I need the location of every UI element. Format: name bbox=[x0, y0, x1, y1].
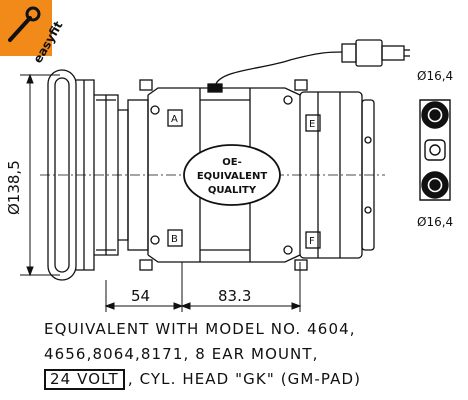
width-front-label: 54 bbox=[131, 287, 150, 305]
diameter-dimension bbox=[20, 73, 60, 277]
oe-quality-stamp: OE- EQUIVALENT QUALITY bbox=[183, 144, 281, 206]
easyfit-logo: easyfit bbox=[0, 0, 66, 66]
caption-line3-rest: , CYL. HEAD "GK" (GM-PAD) bbox=[127, 370, 362, 388]
port-top-label: Ø16,4 bbox=[417, 69, 453, 83]
caption-line2: 4656,8064,8171, 8 EAR MOUNT, bbox=[44, 345, 319, 363]
stamp-line1: OE- bbox=[222, 157, 241, 168]
voltage-box: 24 VOLT bbox=[44, 369, 125, 390]
width-dimensions bbox=[104, 262, 302, 312]
stamp-line3: QUALITY bbox=[208, 185, 257, 196]
port-letter-a: A bbox=[171, 114, 178, 125]
electrical-connector bbox=[207, 39, 410, 93]
compressor-body bbox=[127, 79, 375, 271]
port-fittings bbox=[419, 99, 451, 201]
diameter-label: Ø138,5 bbox=[5, 160, 23, 215]
port-letter-f: F bbox=[309, 236, 315, 247]
wrench-icon bbox=[8, 6, 41, 42]
port-letter-e: E bbox=[309, 119, 315, 130]
port-letter-b: B bbox=[171, 234, 178, 245]
caption-line3: 24 VOLT, CYL. HEAD "GK" (GM-PAD) bbox=[44, 369, 361, 390]
width-body-label: 83.3 bbox=[218, 287, 251, 305]
stamp-line2: EQUIVALENT bbox=[197, 171, 268, 182]
caption-line1: EQUIVALENT WITH MODEL NO. 4604, bbox=[44, 320, 356, 338]
port-bottom-label: Ø16,4 bbox=[417, 215, 453, 229]
